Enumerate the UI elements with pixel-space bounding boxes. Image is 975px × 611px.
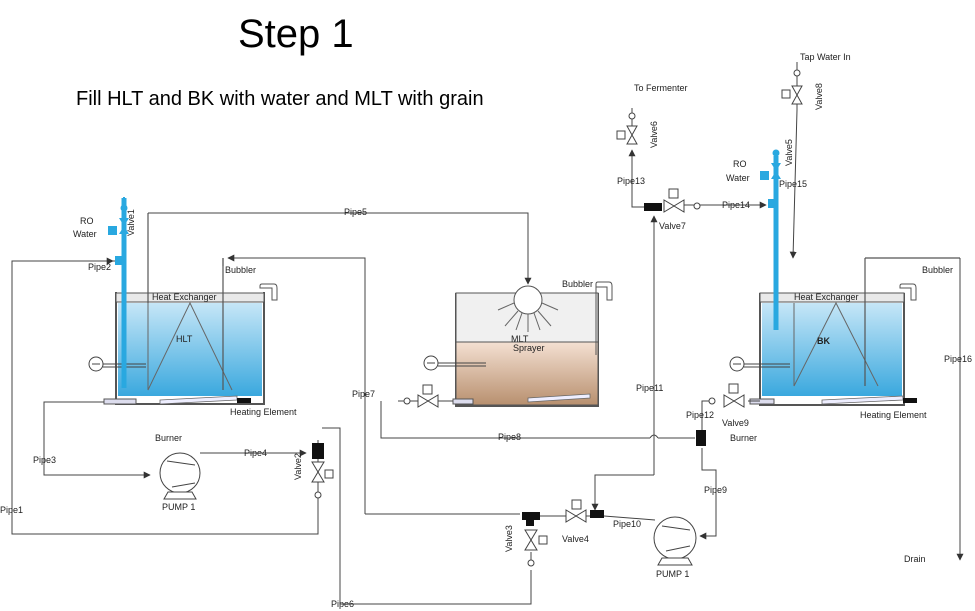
valve4[interactable]: [565, 499, 604, 523]
pump-right-label: PUMP 1: [656, 569, 689, 579]
bk-vessel: [729, 257, 960, 406]
pipe13-label: Pipe13: [617, 176, 645, 186]
valve8[interactable]: [781, 69, 803, 105]
bk-heat-exchanger-label: Heat Exchanger: [794, 292, 859, 302]
pipe7-label: Pipe7: [352, 389, 375, 399]
piping: [11, 62, 964, 605]
pipe6-label: Pipe6: [331, 599, 354, 609]
pipe4-label: Pipe4: [244, 448, 267, 458]
sprayer-icon: [513, 285, 543, 315]
hlt-heating-element-label: Heating Element: [230, 407, 297, 417]
mlt-outlet-valve[interactable]: [403, 384, 439, 408]
ro-water-left-label-1: RO: [80, 216, 94, 226]
valve6-label: Valve6: [649, 121, 659, 148]
ro-water-right: [760, 149, 781, 330]
pump-left-label: PUMP 1: [162, 502, 195, 512]
pipe5-label: Pipe5: [344, 207, 367, 217]
valve3-label: Valve3: [504, 525, 514, 552]
pipe8-label: Pipe8: [498, 432, 521, 442]
valve7-label: Valve7: [659, 221, 686, 231]
valve7[interactable]: [644, 188, 701, 213]
pipe12-tee: [696, 430, 706, 446]
pipe15-label: Pipe15: [779, 179, 807, 189]
bk-heating-element-label: Heating Element: [860, 410, 927, 420]
pump-left[interactable]: [159, 452, 201, 500]
valve3[interactable]: [522, 512, 548, 567]
page-title: Step 1: [238, 12, 354, 56]
to-fermenter-label: To Fermenter: [634, 83, 688, 93]
pipe9-label: Pipe9: [704, 485, 727, 495]
tap-water-in-label: Tap Water In: [800, 52, 851, 62]
valve1-label: Valve1: [126, 209, 136, 236]
valve4-label: Valve4: [562, 534, 589, 544]
burner-left-label: Burner: [155, 433, 182, 443]
pump-right[interactable]: [653, 516, 697, 566]
pipe16-label: Pipe16: [944, 354, 972, 364]
hlt-heat-exchanger-label: Heat Exchanger: [152, 292, 217, 302]
bk-water: [762, 303, 902, 396]
valve9-label: Valve9: [722, 418, 749, 428]
ro-water-left: [108, 197, 129, 388]
valve6[interactable]: [616, 112, 638, 145]
pipe11-label: Pipe11: [636, 383, 663, 393]
page-subtitle: Fill HLT and BK with water and MLT with …: [76, 88, 484, 110]
bk-label: BK: [817, 336, 830, 346]
pipe3-label: Pipe3: [33, 455, 56, 465]
valve5-label: Valve5: [784, 139, 794, 166]
valve2[interactable]: [311, 443, 334, 499]
ro-water-right-label-2: Water: [726, 173, 750, 183]
valve8-label: Valve8: [814, 83, 824, 110]
mlt-vessel: [423, 281, 613, 407]
mlt-bubbler-label: Bubbler: [562, 279, 593, 289]
valve9[interactable]: [708, 383, 745, 408]
pipe14-label: Pipe14: [722, 200, 750, 210]
sprayer-label: Sprayer: [513, 343, 545, 353]
ro-water-left-label-2: Water: [73, 229, 97, 239]
hlt-water: [118, 303, 262, 396]
bk-bubbler-label: Bubbler: [922, 265, 953, 275]
pipe1-label: Pipe1: [0, 505, 23, 515]
hlt-vessel: [88, 213, 278, 405]
ro-water-right-label-1: RO: [733, 159, 747, 169]
valve2-label: Valve2: [293, 453, 303, 480]
mlt-label: MLT: [511, 334, 529, 344]
pipe2-label: Pipe2: [88, 262, 111, 272]
pipe10-label: Pipe10: [613, 519, 641, 529]
pipe12-label: Pipe12: [686, 410, 714, 420]
valve1-actuator-icon: [108, 226, 117, 235]
hlt-label: HLT: [176, 334, 193, 344]
hlt-bubbler-label: Bubbler: [225, 265, 256, 275]
drain-label: Drain: [904, 554, 926, 564]
burner-right-label: Burner: [730, 433, 757, 443]
valve5-actuator-icon: [760, 171, 769, 180]
